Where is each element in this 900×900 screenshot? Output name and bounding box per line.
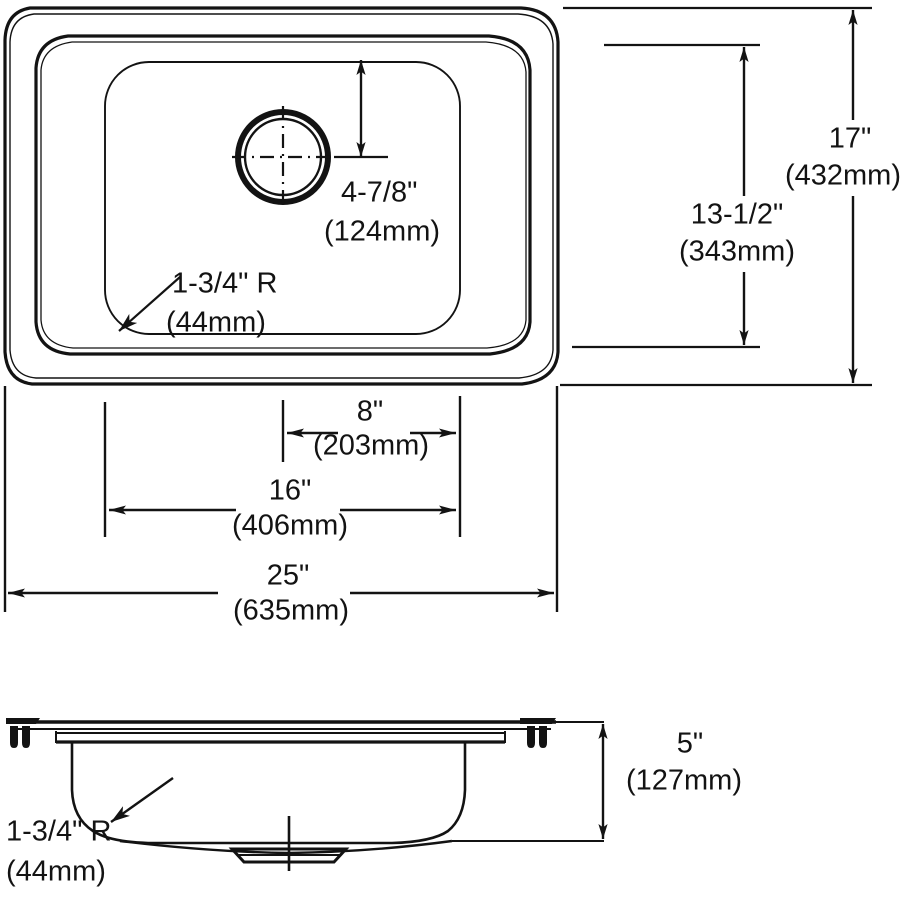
dim-bowl-height: 5" (127mm) [598, 724, 742, 839]
drain-outer-ring [235, 109, 331, 205]
corner-radius-side-metric-label: (44mm) [6, 856, 106, 888]
bowl-height-metric-label: (127mm) [626, 765, 742, 797]
bowl-width-imperial-label: 16" [269, 475, 312, 507]
side-view-clip-bracket-right [520, 718, 556, 724]
drain-offset-metric-label: (124mm) [324, 216, 440, 248]
mounting-clip-left [10, 726, 30, 748]
sink-deck-step-inner [40, 41, 527, 349]
dim-overall-width: 25" (635mm) [8, 560, 554, 627]
overall-depth-imperial-label: 17" [829, 123, 872, 155]
corner-radius-side-leader [110, 777, 174, 823]
bowl-width-metric-label: (406mm) [232, 510, 348, 542]
mounting-clip-right [527, 726, 547, 748]
dim-drain-offset: 4-7/8" (124mm) [324, 60, 440, 248]
corner-radius-top-imperial-label: 1-3/4" R [172, 268, 277, 300]
overall-width-imperial-label: 25" [267, 560, 310, 592]
overall-width-metric-label: (635mm) [233, 595, 349, 627]
sink-bowl-opening [104, 61, 461, 335]
bowl-depth-imperial-label: 13-1/2" [691, 199, 784, 231]
sink-rim-inner-edge [9, 13, 554, 379]
right-extension-lines [560, 6, 872, 387]
dim-bowl-width: 16" (406mm) [109, 475, 456, 542]
dim-drain-center-offset: 8" (203mm) [287, 396, 456, 462]
bowl-height-imperial-label: 5" [677, 728, 703, 760]
overall-depth-metric-label: (432mm) [785, 160, 900, 192]
drain-offset-imperial-label: 4-7/8" [341, 177, 417, 209]
side-view-bowl-outline [70, 742, 467, 845]
dim-corner-radius-side: 1-3/4" R (44mm) [6, 777, 174, 888]
top-view-sink [3, 6, 560, 386]
dim-bowl-depth: 13-1/2" (343mm) [679, 47, 795, 345]
sink-deck-step [34, 34, 532, 356]
sink-outer-rim [3, 6, 560, 386]
corner-radius-top-metric-label: (44mm) [166, 307, 266, 339]
bottom-extension-lines [3, 386, 559, 612]
corner-radius-top-leader [118, 276, 181, 332]
side-view-clip-bracket-left [6, 718, 40, 724]
bowl-depth-metric-label: (343mm) [679, 236, 795, 268]
side-view-sink [6, 718, 604, 871]
dim-overall-depth: 17" (432mm) [785, 10, 900, 383]
dim-corner-radius-top: 1-3/4" R (44mm) [118, 268, 277, 339]
drain-center-offset-metric-label: (203mm) [313, 430, 429, 462]
corner-radius-side-imperial-label: 1-3/4" R [6, 816, 111, 848]
drain-center-offset-imperial-label: 8" [357, 396, 383, 428]
side-view-drain-boss [228, 847, 350, 864]
